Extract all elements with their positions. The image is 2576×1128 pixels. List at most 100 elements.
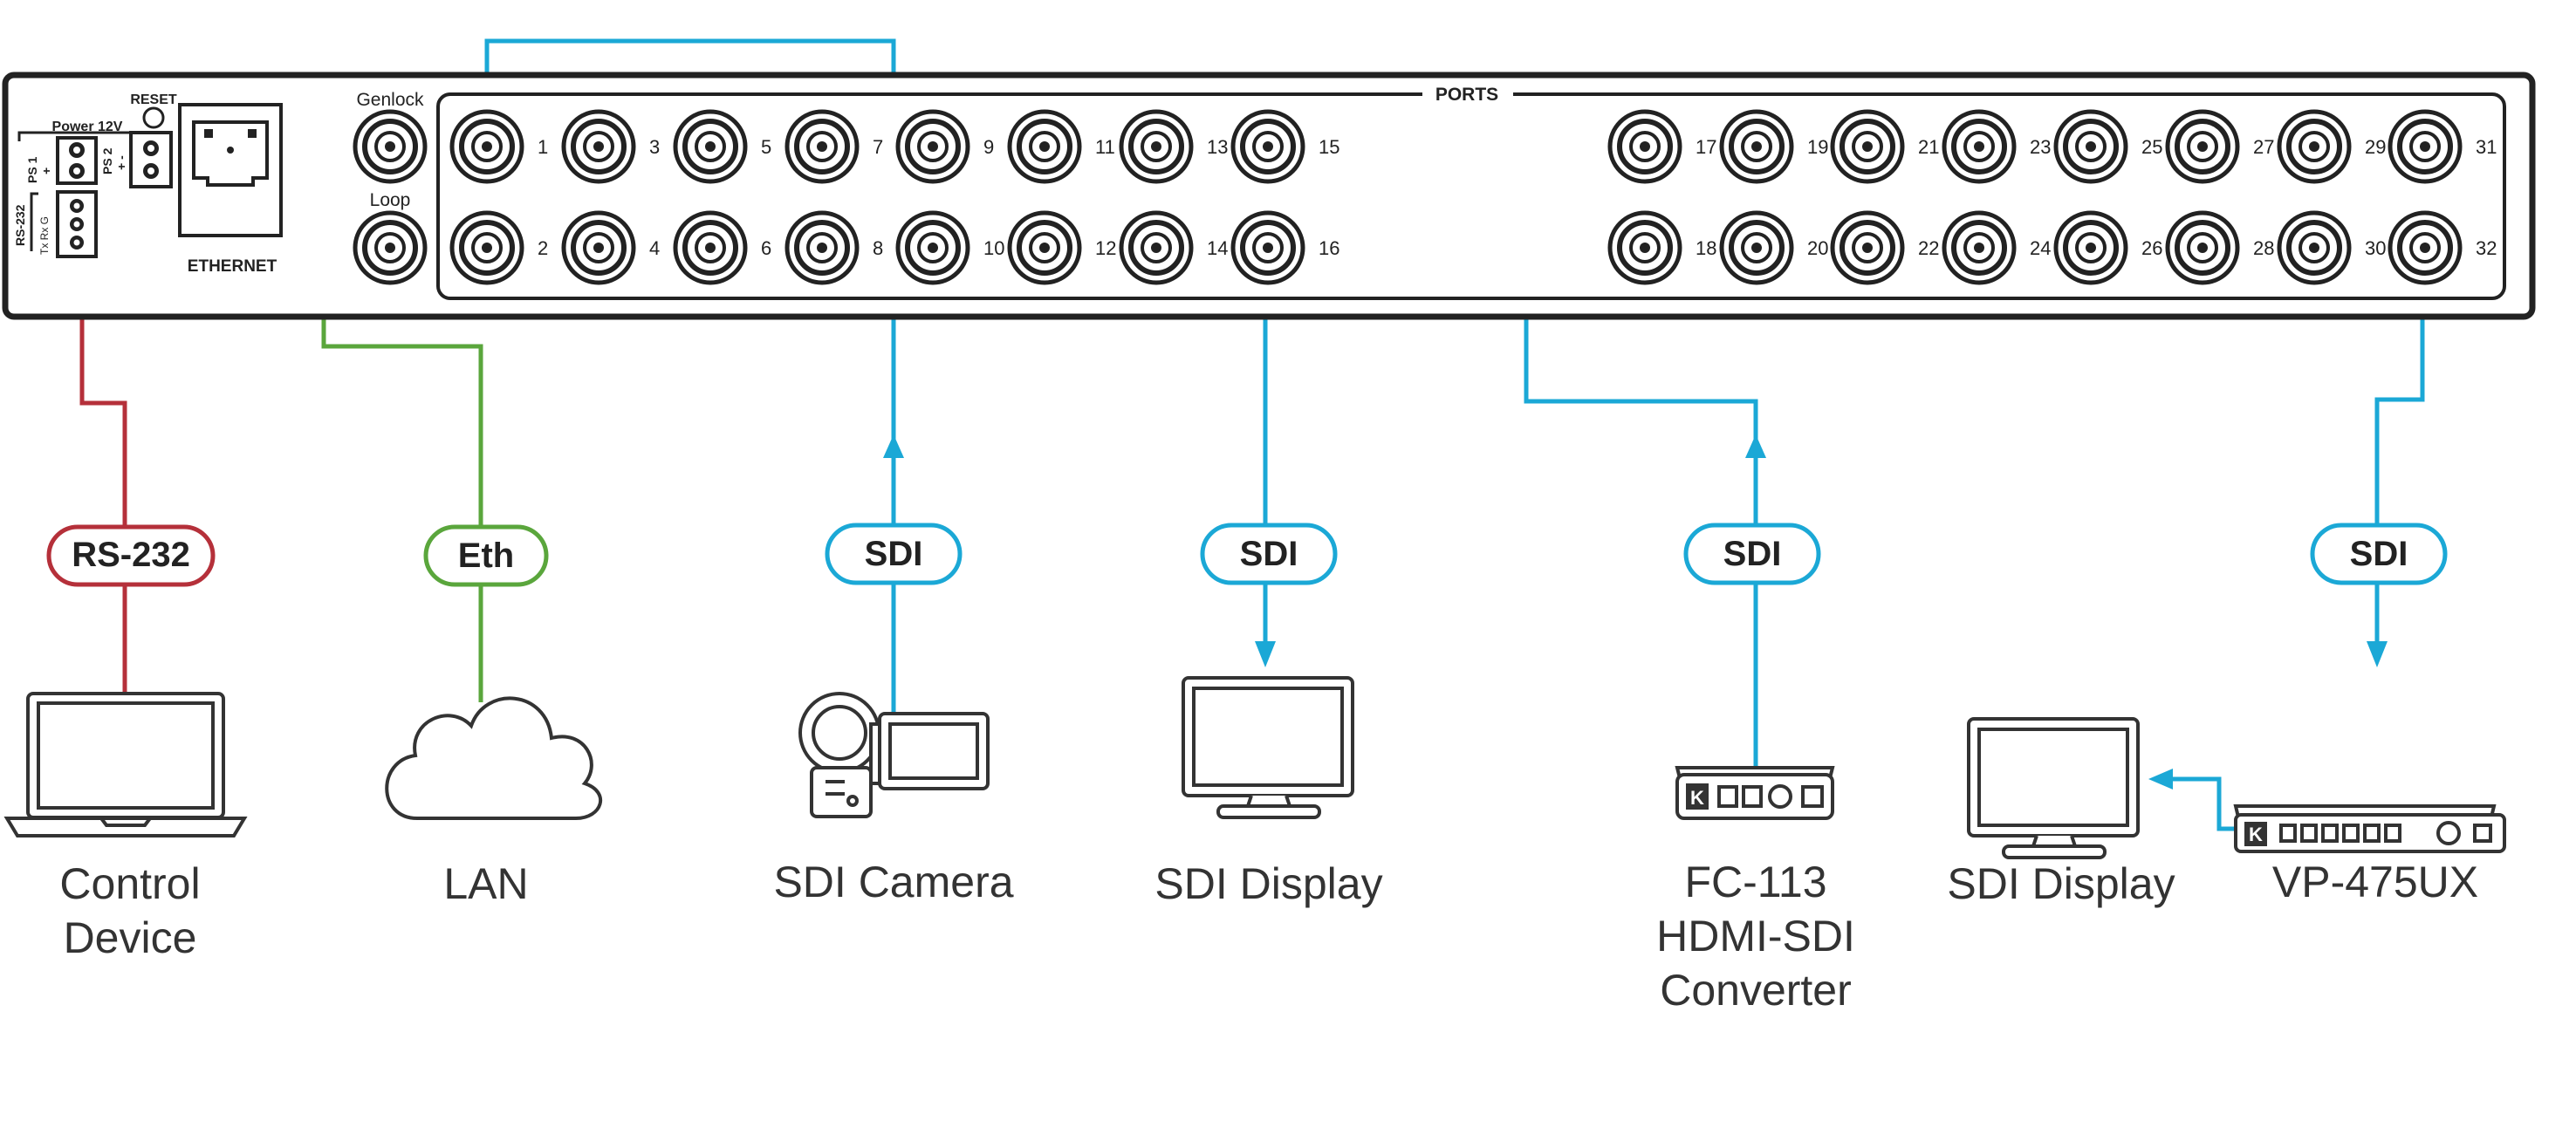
sdi-camera-label: SDI Camera [773, 858, 1013, 906]
sdi-port-19[interactable] [1719, 109, 1794, 184]
sdi-port-28[interactable] [2165, 210, 2240, 285]
sdi-port-26[interactable] [2053, 210, 2128, 285]
vp475-arrow [2367, 641, 2388, 667]
port-number-label: 9 [983, 136, 994, 158]
port-number-label: 15 [1319, 136, 1339, 158]
sdi-port-25[interactable] [2053, 109, 2128, 184]
port-number-label: 19 [1807, 136, 1828, 158]
port-number-label: 2 [538, 237, 548, 259]
ps2-terminal[interactable] [129, 131, 173, 188]
scaler-icon: K [2233, 804, 2506, 853]
sdi-vp475-tag: SDI [2310, 523, 2448, 585]
port-number-label: 26 [2141, 237, 2162, 259]
sdi-port-31[interactable] [2388, 109, 2463, 184]
rack-panel: RESET Power 12V PS 1 + PS 2 + - RS-232 T… [2, 72, 2536, 320]
genlock-label: Genlock [356, 90, 424, 110]
port-number-label: 7 [873, 136, 883, 158]
ps1-label: PS 1 [25, 156, 39, 183]
ethernet-port[interactable] [178, 103, 283, 237]
port-number-label: 27 [2253, 136, 2274, 158]
sdi-port-13[interactable] [1119, 109, 1194, 184]
fc113-label-line2: HDMI-SDI [1656, 912, 1855, 961]
display2-arrow [2148, 769, 2173, 790]
sdi-port-16[interactable] [1230, 210, 1305, 285]
ports-title-gap [1422, 85, 1513, 105]
reset-button[interactable] [142, 106, 165, 129]
sdi-port-24[interactable] [1942, 210, 2017, 285]
camera-icon [798, 692, 990, 818]
sdi-port-29[interactable] [2277, 109, 2352, 184]
ps1-terminal[interactable] [56, 136, 98, 185]
rs232-panel-label: RS-232 [13, 204, 27, 246]
sdi-port-7[interactable] [784, 109, 860, 184]
port-number-label: 20 [1807, 237, 1828, 259]
sdi-port-6[interactable] [673, 210, 748, 285]
sdi-fc113-tag-label: SDI [1723, 535, 1782, 573]
sdi-port-30[interactable] [2277, 210, 2352, 285]
port-number-label: 1 [538, 136, 548, 158]
port-number-label: 4 [649, 237, 660, 259]
sdi-port-17[interactable] [1607, 109, 1682, 184]
ports-label: PORTS [1435, 85, 1498, 105]
sdi-port-15[interactable] [1230, 109, 1305, 184]
sdi-port-22[interactable] [1830, 210, 1905, 285]
port-number-label: 30 [2365, 237, 2386, 259]
sdi-port-5[interactable] [673, 109, 748, 184]
svg-text:K: K [2249, 824, 2263, 845]
control-section: RESET Power 12V PS 1 + PS 2 + - RS-232 T… [13, 90, 428, 285]
fc113-label-line3: Converter [1660, 966, 1852, 1015]
sdi-port-18[interactable] [1607, 210, 1682, 285]
rs232-pins-label: Tx Rx G [38, 216, 51, 255]
port-number-label: 13 [1207, 136, 1228, 158]
sdi-port-20[interactable] [1719, 210, 1794, 285]
sdi-port-11[interactable] [1007, 109, 1082, 184]
rs232-terminal[interactable] [56, 190, 98, 258]
sdi-port-4[interactable] [561, 210, 636, 285]
sdi-port-23[interactable] [1942, 109, 2017, 184]
cable-tags: RS-232 Eth SDI SDI SDI SDI [46, 523, 2448, 587]
ps2-label: PS 2 [100, 147, 114, 174]
lan-label: LAN [443, 859, 528, 908]
port-number-label: 16 [1319, 237, 1339, 259]
sdi-port-12[interactable] [1007, 210, 1082, 285]
port-number-label: 5 [761, 136, 771, 158]
sdi-port-27[interactable] [2165, 109, 2240, 184]
loop-connector[interactable] [353, 210, 428, 285]
sdi-display1-tag: SDI [1200, 523, 1338, 585]
loop-label: Loop [370, 190, 411, 210]
sdi-port-3[interactable] [561, 109, 636, 184]
rs232-bracket [30, 192, 38, 251]
sdi-port-8[interactable] [784, 210, 860, 285]
port-number-label: 10 [983, 237, 1004, 259]
genlock-connector[interactable] [353, 109, 428, 184]
sdi-port-9[interactable] [895, 109, 970, 184]
monitor-icon-2 [1967, 717, 2140, 859]
port-number-label: 14 [1207, 237, 1228, 259]
control-device-label-line2: Device [64, 913, 197, 962]
port-number-label: 23 [2030, 136, 2051, 158]
rs232-tag-label: RS-232 [72, 536, 190, 574]
laptop-icon [3, 692, 248, 837]
control-device-label-line1: Control [59, 859, 200, 908]
ethernet-label: ETHERNET [188, 257, 277, 276]
cable-arrows [883, 434, 2388, 790]
sdi-port-1[interactable] [449, 109, 524, 184]
sdi-port-32[interactable] [2388, 210, 2463, 285]
sdi-port-10[interactable] [895, 210, 970, 285]
sdi-display2-label: SDI Display [1947, 859, 2175, 908]
sdi-port-21[interactable] [1830, 109, 1905, 184]
monitor-icon-1 [1182, 676, 1354, 819]
fc113-arrow [1745, 434, 1766, 458]
reset-label: RESET [130, 92, 177, 107]
sdi-port-14[interactable] [1119, 210, 1194, 285]
sdi-port-2[interactable] [449, 210, 524, 285]
port-number-label: 6 [761, 237, 771, 259]
port-number-label: 21 [1918, 136, 1939, 158]
port-number-label: 11 [1095, 136, 1115, 158]
port-number-label: 22 [1918, 237, 1939, 259]
rs232-tag: RS-232 [46, 524, 216, 587]
eth-tag-label: Eth [458, 537, 514, 575]
sdi-camera-tag: SDI [825, 523, 963, 585]
